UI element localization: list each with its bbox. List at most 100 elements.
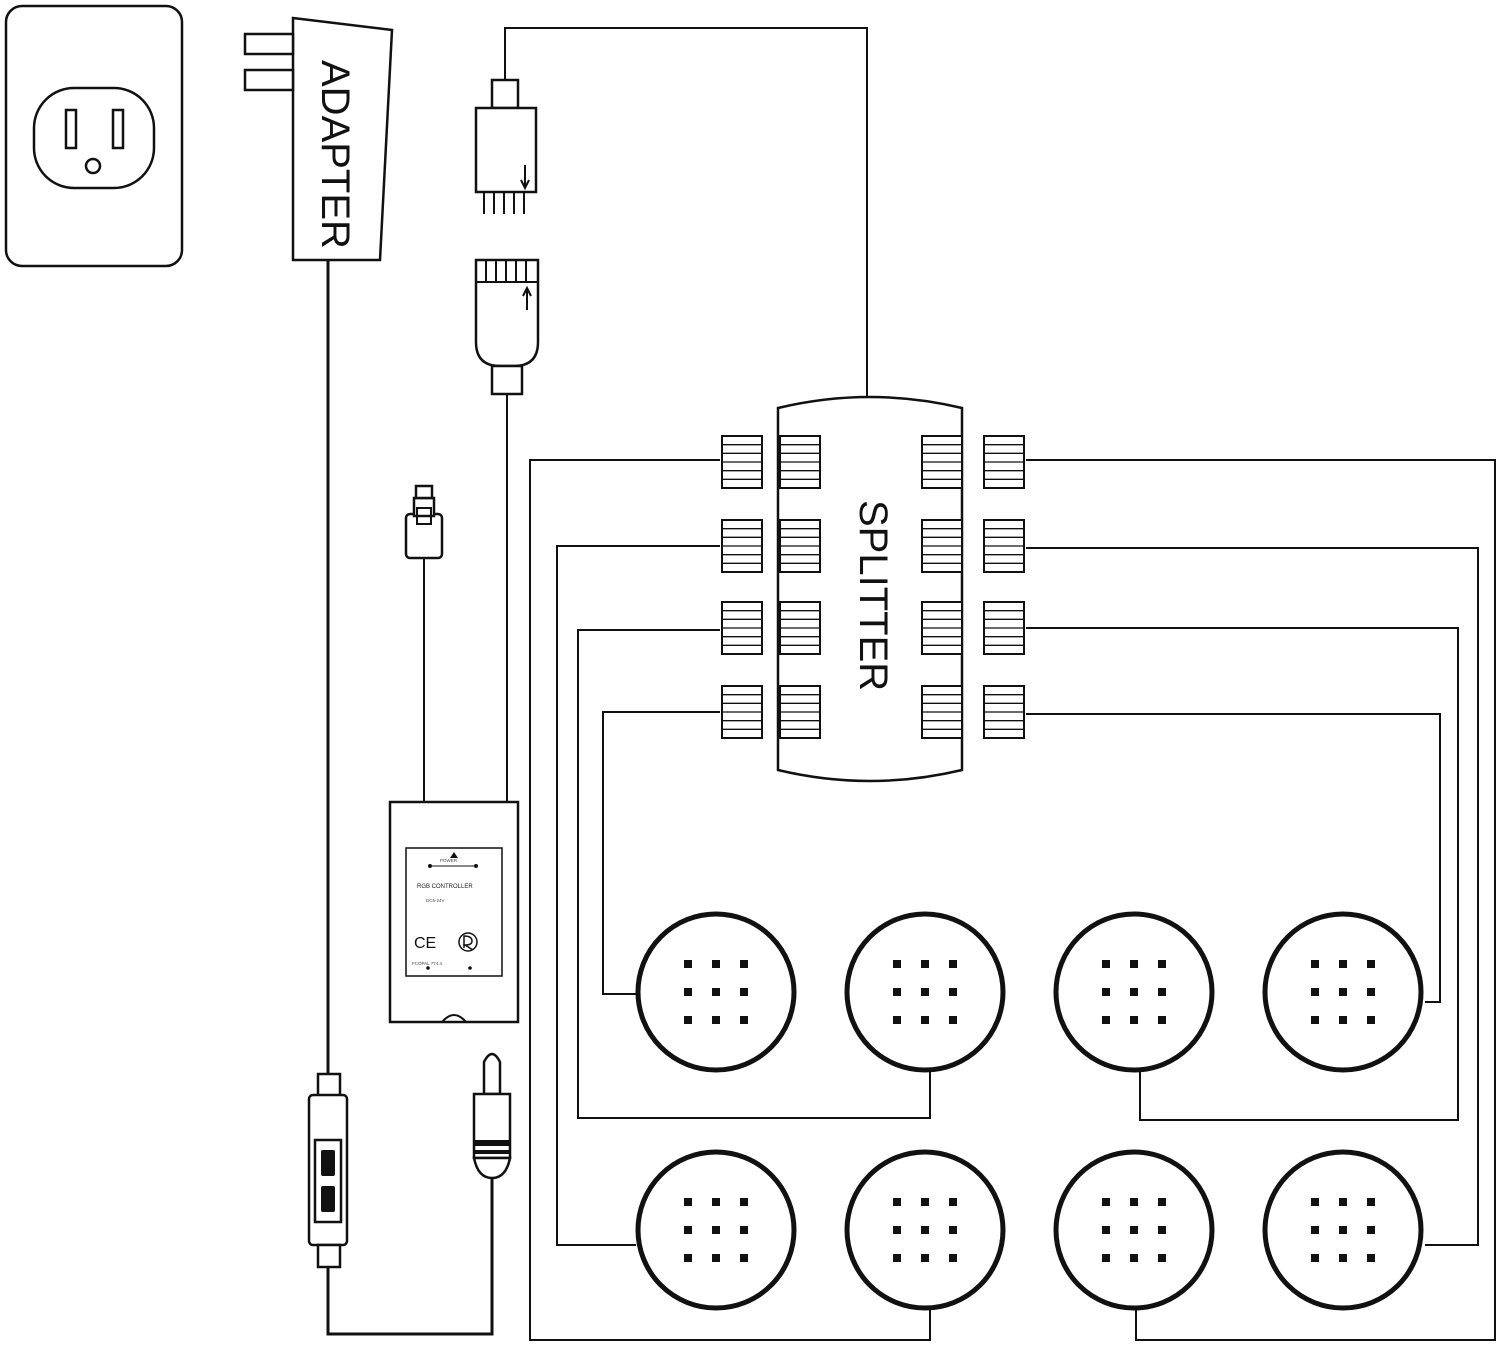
led-dot xyxy=(712,1226,720,1234)
led-dot xyxy=(1158,1198,1166,1206)
led-dot xyxy=(921,960,929,968)
led-dot xyxy=(1130,960,1138,968)
led-dot xyxy=(712,988,720,996)
puck-lights xyxy=(635,911,1424,1311)
splitter-port xyxy=(779,519,821,573)
splitter-port xyxy=(921,519,963,573)
led-dot xyxy=(1311,1254,1319,1262)
led-dot xyxy=(921,1198,929,1206)
led-dot xyxy=(1339,1254,1347,1262)
dc-jack-icon xyxy=(472,1052,512,1180)
led-dot xyxy=(921,1254,929,1262)
led-dot xyxy=(712,1254,720,1262)
led-dot xyxy=(684,960,692,968)
led-dot xyxy=(684,1016,692,1024)
led-dot xyxy=(740,1226,748,1234)
led-dot xyxy=(1311,988,1319,996)
led-dot xyxy=(684,988,692,996)
led-dot xyxy=(684,1226,692,1234)
led-dot xyxy=(1158,1016,1166,1024)
splitter-port xyxy=(721,601,763,655)
led-dot xyxy=(1130,988,1138,996)
puck-light xyxy=(1262,911,1424,1073)
controller-line1: DC5-24V xyxy=(426,898,445,903)
led-dot xyxy=(1102,1016,1110,1024)
led-dot xyxy=(1311,1198,1319,1206)
led-dot xyxy=(949,988,957,996)
led-dot xyxy=(1339,960,1347,968)
connector-to-splitter-cable xyxy=(504,27,868,400)
led-dot xyxy=(1102,960,1110,968)
led-dot xyxy=(949,1226,957,1234)
splitter-wires xyxy=(529,459,1496,1341)
splitter-port xyxy=(721,685,763,739)
led-dot xyxy=(893,1016,901,1024)
splitter-port xyxy=(983,685,1025,739)
led-dot xyxy=(1130,1254,1138,1262)
puck-light xyxy=(635,1149,797,1311)
splitter-port xyxy=(721,435,763,489)
splitter-port xyxy=(779,601,821,655)
led-dot xyxy=(949,960,957,968)
led-dot xyxy=(1102,988,1110,996)
led-dot xyxy=(684,1254,692,1262)
ir-receiver-icon xyxy=(404,484,444,804)
led-dot xyxy=(949,1016,957,1024)
led-dot xyxy=(1130,1198,1138,1206)
led-dot xyxy=(1339,1198,1347,1206)
led-dot xyxy=(1158,988,1166,996)
led-dot xyxy=(1102,1198,1110,1206)
splitter-port xyxy=(779,435,821,489)
led-dot xyxy=(893,1254,901,1262)
led-dot xyxy=(1130,1226,1138,1234)
inline-switch-icon xyxy=(307,1072,349,1269)
led-dot xyxy=(893,988,901,996)
led-dot xyxy=(1367,1226,1375,1234)
led-dot xyxy=(1339,1226,1347,1234)
led-dot xyxy=(740,1198,748,1206)
led-dot xyxy=(1367,1198,1375,1206)
led-dot xyxy=(1158,960,1166,968)
connector-female-icon xyxy=(474,258,540,396)
puck-light xyxy=(635,911,797,1073)
splitter-label: SPLITTER xyxy=(851,500,895,691)
led-dot xyxy=(1311,960,1319,968)
led-dot xyxy=(684,1198,692,1206)
adapter: ADAPTER xyxy=(243,16,394,262)
led-dot xyxy=(740,960,748,968)
led-dot xyxy=(740,1254,748,1262)
led-dot xyxy=(740,1016,748,1024)
splitter-port xyxy=(779,685,821,739)
led-dot xyxy=(1102,1226,1110,1234)
splitter-port xyxy=(721,519,763,573)
connector-male-icon xyxy=(474,78,538,214)
controller-bottom-text: FCOPAL 774.4 xyxy=(412,961,443,966)
ce-mark-icon: CE xyxy=(414,935,436,952)
led-dot xyxy=(921,988,929,996)
led-dot xyxy=(1367,1016,1375,1024)
splitter-port xyxy=(921,435,963,489)
splitter-port xyxy=(983,601,1025,655)
controller-power-label: POWER xyxy=(440,858,458,863)
rgb-controller: POWER RGB CONTROLLER DC5-24V CE FCOPAL 7… xyxy=(388,800,520,1024)
led-dot xyxy=(893,960,901,968)
splitter-port xyxy=(921,601,963,655)
led-dot xyxy=(893,1226,901,1234)
led-dot xyxy=(1311,1226,1319,1234)
led-dot xyxy=(921,1226,929,1234)
led-dot xyxy=(921,1016,929,1024)
led-dot xyxy=(1130,1016,1138,1024)
puck-light xyxy=(1053,1149,1215,1311)
puck-light xyxy=(1262,1149,1424,1311)
splitter: SPLITTER xyxy=(776,395,964,783)
led-dot xyxy=(1158,1254,1166,1262)
led-dot xyxy=(1311,1016,1319,1024)
rohs-mark-icon xyxy=(458,932,478,952)
adapter-label: ADAPTER xyxy=(313,60,357,249)
led-dot xyxy=(1102,1254,1110,1262)
led-dot xyxy=(1339,1016,1347,1024)
puck-light xyxy=(844,1149,1006,1311)
led-dot xyxy=(949,1198,957,1206)
led-dot xyxy=(1339,988,1347,996)
